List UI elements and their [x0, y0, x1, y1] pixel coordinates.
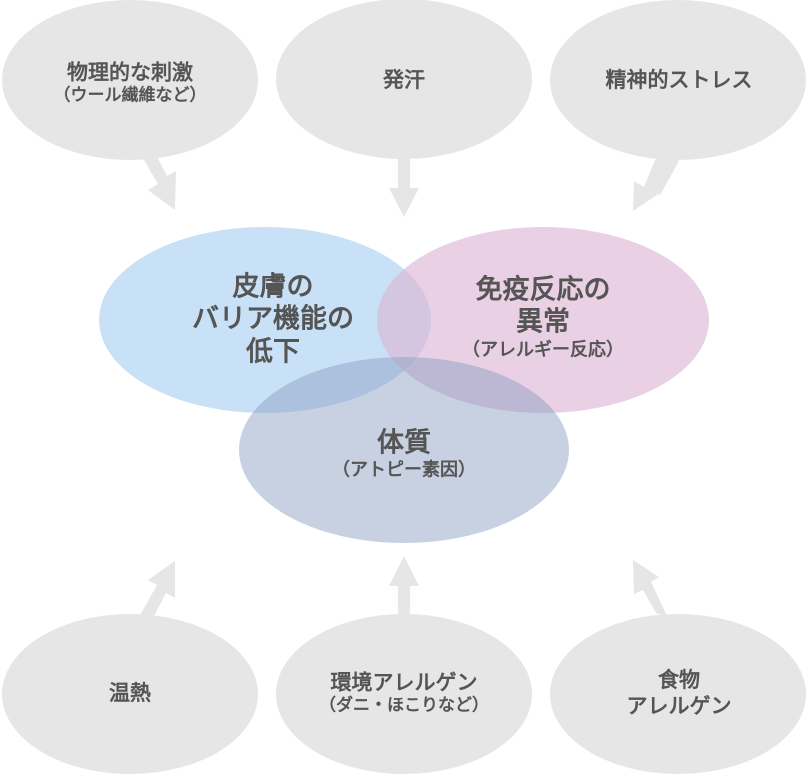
core-sub: （アレルギー反応）	[462, 339, 624, 361]
arrow-food-allergen	[633, 560, 668, 618]
factor-bubble-sweat	[276, 0, 532, 159]
factor-bubble-stress	[550, 0, 806, 160]
factor-label-stress: 精神的ストレス	[606, 67, 753, 93]
factor-main: 発汗	[383, 67, 425, 92]
core-line: 皮膚の	[232, 271, 314, 303]
core-line: 体質	[377, 427, 431, 459]
factor-main: 食物	[658, 667, 700, 692]
core-label-barrier: 皮膚の バリア機能の 低下	[192, 271, 354, 368]
core-line: バリア機能の	[192, 303, 354, 335]
factor-label-sweat: 発汗	[383, 67, 425, 93]
factor-bubble-heat	[2, 614, 258, 774]
arrow-sweat	[389, 158, 419, 217]
factor-sub: （ダニ・ほこりなど）	[319, 695, 489, 716]
factor-bubble-physical	[2, 0, 258, 160]
core-sub: （アトピー素因）	[332, 459, 476, 481]
arrow-heat	[139, 561, 175, 622]
factor-main: 精神的ストレス	[605, 67, 753, 92]
arrow-physical	[141, 149, 176, 210]
core-line: 免疫反応の	[475, 274, 611, 306]
factor-label-physical: 物理的な刺激 （ウール繊維など）	[54, 59, 207, 107]
arrow-stress	[633, 155, 679, 211]
factor-label-heat: 温熱	[109, 680, 151, 706]
factor-main: 物理的な刺激	[67, 60, 193, 85]
factor-label-env-allergen: 環境アレルゲン （ダニ・ほこりなど）	[319, 669, 489, 717]
factor-label-food-allergen: 食物 アレルゲン	[627, 667, 732, 720]
core-label-constitution: 体質 （アトピー素因）	[332, 428, 476, 483]
factor-bubble-env-allergen	[276, 614, 532, 774]
factor-main: 環境アレルゲン	[330, 670, 478, 695]
venn-barrier	[99, 227, 431, 413]
venn-immune	[377, 227, 709, 413]
factor-bubble-food-allergen	[550, 614, 806, 774]
factor-main-2: アレルゲン	[626, 694, 732, 718]
core-label-immune: 免疫反応の 異常 （アレルギー反応）	[462, 274, 624, 361]
venn-constitution	[239, 357, 569, 543]
factor-sub: （ウール繊維など）	[53, 85, 207, 106]
core-line: 低下	[246, 336, 300, 368]
arrow-env-allergen	[389, 556, 419, 616]
core-line: 異常	[516, 306, 570, 338]
factor-main: 温熱	[109, 680, 151, 705]
